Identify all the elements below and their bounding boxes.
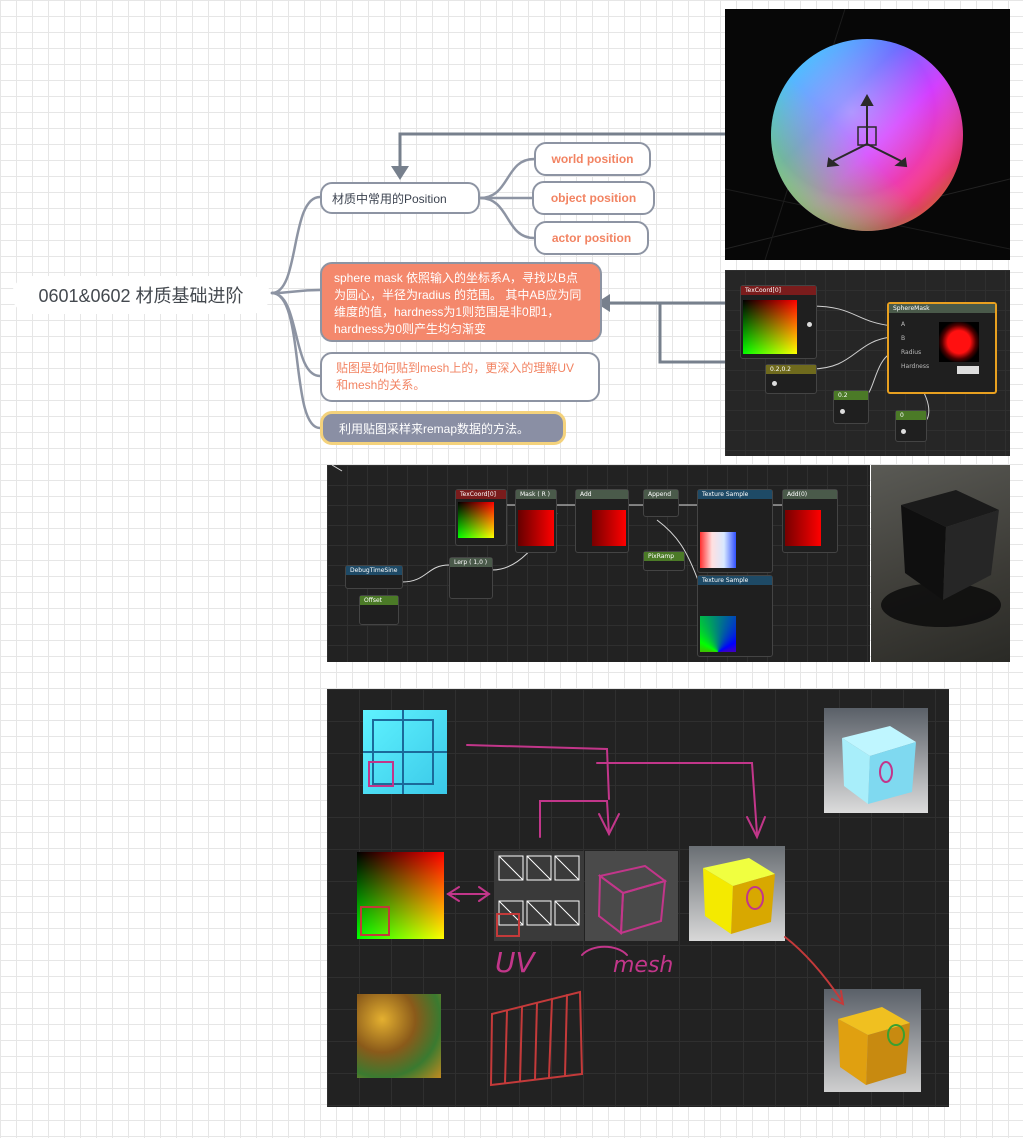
spheremask-node-title: SphereMask <box>889 304 995 313</box>
uv-wireframe-thumbnail <box>494 851 584 941</box>
remap-ramp-preview <box>700 532 736 568</box>
remap-add0-preview <box>785 510 821 546</box>
uv-gradient-thumbnail <box>357 852 444 939</box>
uv-mesh-sketch-image: UV mesh <box>327 689 949 1107</box>
pin-radius-label: Radius <box>901 349 922 356</box>
dark-cube-render <box>881 490 1001 627</box>
object-position-topic[interactable]: object position <box>532 181 655 215</box>
spheremask-node[interactable]: SphereMask A B Radius Hardness <box>887 302 997 394</box>
noise-cube-render <box>824 989 921 1092</box>
remap-node-texcoord[interactable]: TexCoord[0] <box>455 489 507 546</box>
yellow-cube-render <box>689 846 785 941</box>
texcoord-node-title: TexCoord[0] <box>741 286 816 295</box>
spheremask-preview <box>939 322 979 362</box>
vector-constant-value: 0.2,0.2 <box>766 365 816 374</box>
remap-node-add[interactable]: Add <box>575 489 629 553</box>
remap-node-offset-title: Offset <box>360 596 398 605</box>
remap-node-debugtimesine[interactable]: DebugTimeSine <box>345 565 403 589</box>
remap-add-preview <box>592 510 626 546</box>
remap-node-texture-sample-2-title: Texture Sample <box>698 576 772 585</box>
connector-remap <box>270 291 322 430</box>
remap-node-pixramp-title: PixRamp <box>644 552 684 561</box>
preview-toggle-button[interactable] <box>957 366 979 374</box>
remap-node-lerp-title: Lerp ( 1,0 ) <box>450 558 492 567</box>
remap-node-append[interactable]: Append <box>643 489 679 517</box>
hardness-output-pin[interactable] <box>901 429 906 434</box>
remap-node-texture-sample-title: Texture Sample <box>698 490 772 499</box>
texcoord-preview <box>743 300 797 354</box>
remap-node-add0[interactable]: Add(0) <box>782 489 838 553</box>
cyan-cube-render <box>824 708 928 813</box>
sphere-viewport <box>725 9 1010 260</box>
remap-node-mask[interactable]: Mask ( R ) <box>515 489 557 553</box>
annotation-strokes: UV mesh <box>446 744 845 1087</box>
remap-node-mask-title: Mask ( R ) <box>516 490 556 499</box>
remap-topic[interactable]: 利用贴图采样来remap数据的方法。 <box>320 411 566 445</box>
radius-constant-node[interactable]: 0.2 <box>833 390 869 424</box>
pin-a-label: A <box>901 321 906 328</box>
handwriting-uv: UV <box>495 946 536 979</box>
texcoord-output-pin[interactable] <box>807 322 812 327</box>
remap-node-debugtimesine-title: DebugTimeSine <box>346 566 402 575</box>
noise-texture-thumbnail <box>357 994 441 1078</box>
hardness-constant-node[interactable]: 0 <box>895 410 927 442</box>
texcoord-node[interactable]: TexCoord[0] <box>740 285 817 359</box>
remap-node-pixramp[interactable]: PixRamp <box>643 551 685 571</box>
remap-node-offset[interactable]: Offset <box>359 595 399 625</box>
remap-node-add-title: Add <box>576 490 628 499</box>
radius-output-pin[interactable] <box>840 409 845 414</box>
actor-position-topic[interactable]: actor position <box>534 221 649 255</box>
axis-gizmo-icon <box>826 93 908 168</box>
position-topic[interactable]: 材质中常用的Position <box>320 182 480 214</box>
remap-node-texture-sample-2[interactable]: Texture Sample <box>697 575 773 657</box>
connector-position <box>270 195 322 295</box>
cyan-texture-thumbnail <box>363 710 447 794</box>
remap-node-append-title: Append <box>644 490 678 499</box>
remap-node-lerp[interactable]: Lerp ( 1,0 ) <box>449 557 493 599</box>
remap-graph-image: TexCoord[0] Mask ( R ) Add Append Textur… <box>327 465 870 662</box>
remap-mask-preview <box>518 510 554 546</box>
hardness-constant-value: 0 <box>896 411 926 420</box>
remap-node-texture-sample[interactable]: Texture Sample <box>697 489 773 573</box>
vector-constant-node[interactable]: 0.2,0.2 <box>765 364 817 394</box>
texture-topic[interactable]: 贴图是如何贴到mesh上的，更深入的理解UV和mesh的关系。 <box>320 352 600 402</box>
pin-hardness-label: Hardness <box>901 363 930 370</box>
remap-node-add0-title: Add(0) <box>783 490 837 499</box>
spheremask-graph-image: TexCoord[0] 0.2,0.2 0.2 0 SphereMask A B… <box>725 270 1010 456</box>
remap-cube-viewport <box>871 465 1010 662</box>
root-topic[interactable]: 0601&0602 材质基础进阶 <box>12 276 270 314</box>
radius-constant-value: 0.2 <box>834 391 868 400</box>
position-sphere-image <box>725 9 1010 260</box>
remap-texcoord-preview <box>458 502 494 538</box>
connector-texture <box>270 291 322 378</box>
world-position-topic[interactable]: world position <box>534 142 651 176</box>
handwriting-mesh: mesh <box>613 953 673 978</box>
vector-output-pin[interactable] <box>772 381 777 386</box>
remap-rgb-preview <box>700 616 736 652</box>
mesh-wireframe-thumbnail <box>585 851 678 941</box>
remap-node-texcoord-title: TexCoord[0] <box>456 490 506 499</box>
spheremask-topic[interactable]: sphere mask 依照输入的坐标系A，寻找以B点为圆心，半径为radius… <box>320 262 602 342</box>
pin-b-label: B <box>901 335 906 342</box>
